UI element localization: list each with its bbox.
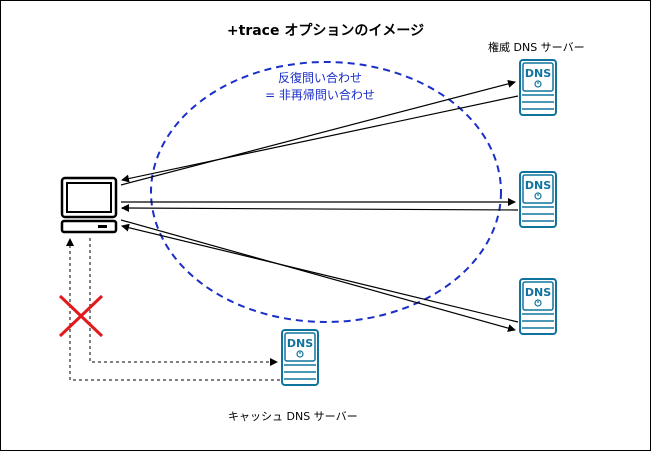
response-arrow-server-2 <box>121 204 519 213</box>
iterative-query-label: 反復問い合わせ = 非再帰問い合わせ <box>250 70 390 104</box>
response-arrow-server-1 <box>121 95 519 183</box>
dns-badge-1: DNS <box>525 67 551 80</box>
response-arrow-server-3 <box>121 223 519 323</box>
query-arrow-server-1 <box>120 79 516 186</box>
dns-badge-cache: DNS <box>287 337 313 350</box>
iterative-query-ellipse <box>150 61 502 323</box>
red-cross-icon <box>58 294 104 338</box>
cache-response-dashed-arrow <box>66 238 280 381</box>
diagram-title: +trace オプションのイメージ <box>226 23 425 39</box>
client-computer-icon <box>60 176 118 234</box>
dns-badge-3: DNS <box>525 286 551 299</box>
query-arrow-server-3 <box>120 219 516 332</box>
iterative-query-label-line2: = 非再帰問い合わせ <box>265 88 375 102</box>
cache-server-label: キャッシュ DNS サーバー <box>228 410 358 423</box>
cache-query-dashed-arrow <box>89 238 278 366</box>
iterative-query-label-line1: 反復問い合わせ <box>277 71 362 85</box>
authoritative-server-label: 権威 DNS サーバー <box>488 41 585 54</box>
dns-badge-2: DNS <box>525 179 551 192</box>
